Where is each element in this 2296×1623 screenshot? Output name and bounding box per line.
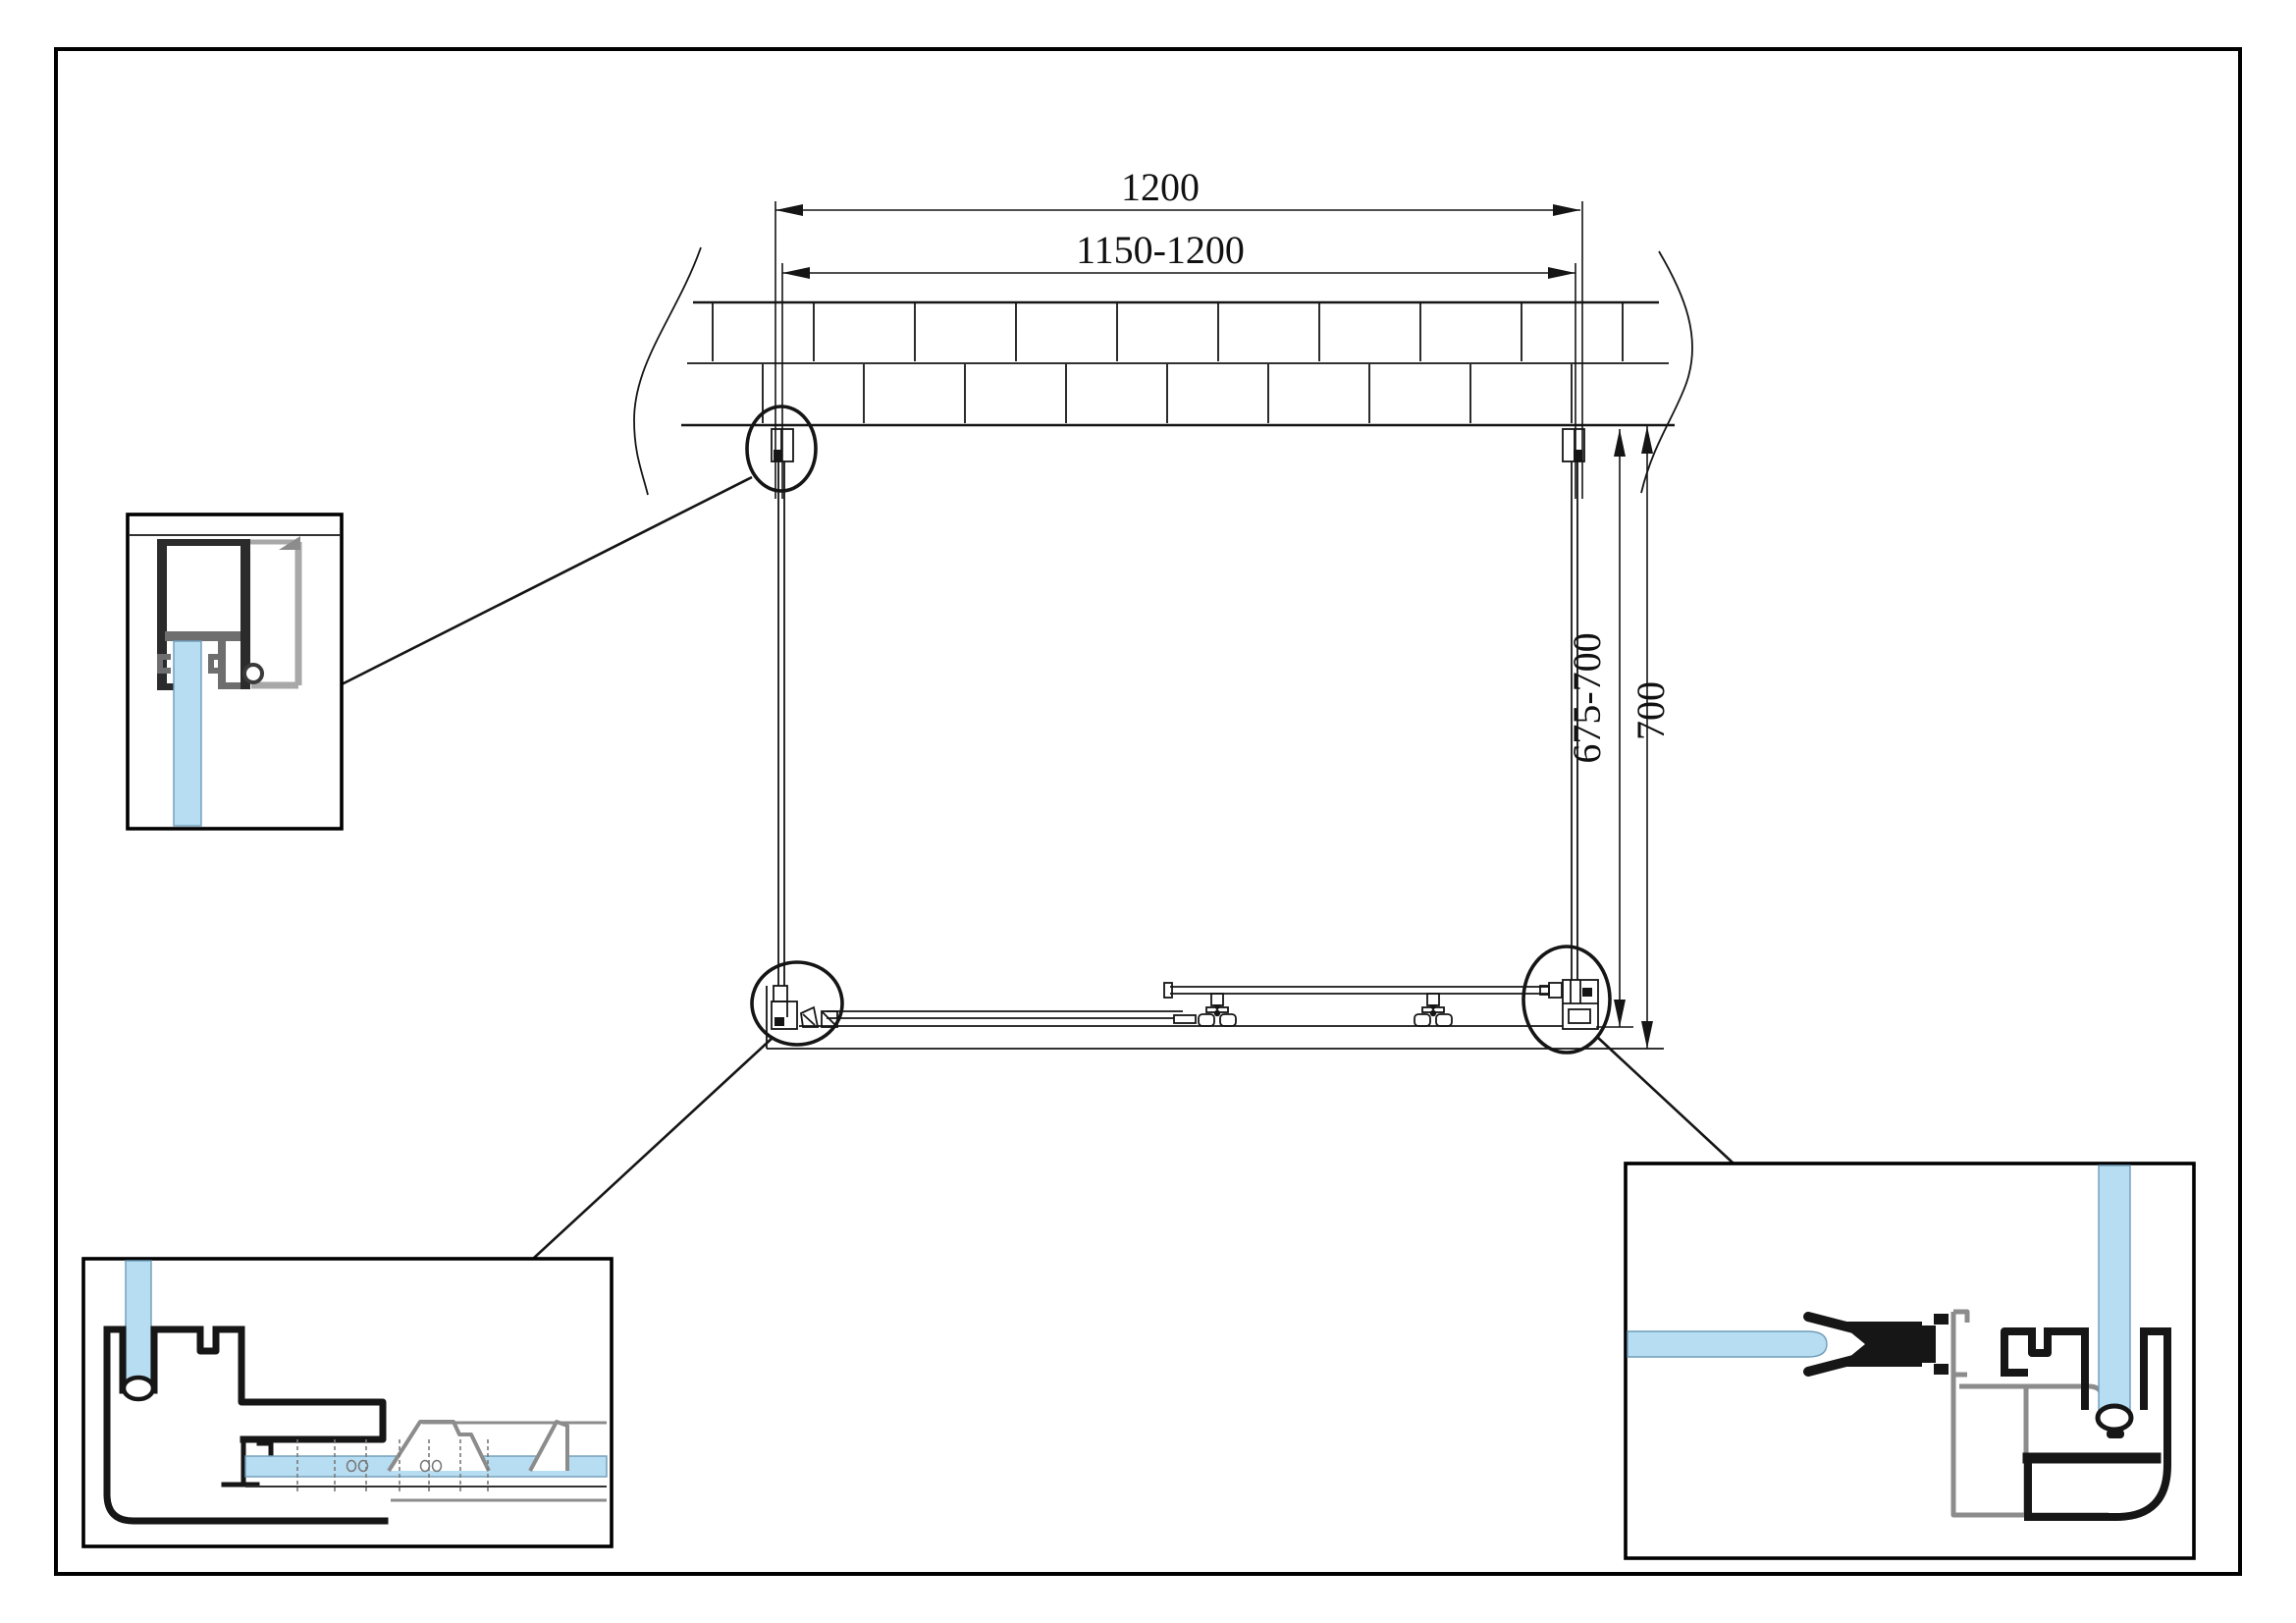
glass-bottom-seal (121, 1375, 156, 1402)
dimension-label-1200: 1200 (1121, 165, 1200, 209)
wall-break-line-right (1640, 250, 1693, 494)
dimension-top-outer: 1200 (774, 165, 1583, 499)
leader-line-bottom-right (1596, 1036, 1735, 1164)
glass-pane-vertical (2098, 1164, 2131, 1412)
arrowhead-bottom (1614, 1000, 1626, 1027)
detail-circle-bottom-left (750, 960, 844, 1047)
glass-pane-horizontal (1627, 1330, 1828, 1358)
corner-block-left (771, 985, 838, 1030)
glass-bottom-seal (2095, 1403, 2134, 1433)
arrowhead-top (1614, 429, 1626, 457)
wall-section (633, 246, 1693, 496)
arrowhead-left (775, 204, 803, 216)
side-panel-glass-right (1571, 461, 1578, 980)
bottom-rail (766, 986, 1664, 1050)
rail-profile-black (103, 1325, 389, 1525)
side-panel-glass-left (777, 461, 785, 986)
seal-hook (242, 663, 264, 684)
roller-1 (1198, 993, 1237, 1027)
corner-block-right (1562, 979, 1599, 1030)
glass-pane-vertical (125, 1260, 152, 1385)
fixed-panel-bar (827, 1010, 1197, 1024)
roller-2 (1414, 993, 1453, 1027)
seal-base (2107, 1430, 2124, 1438)
dimension-label-700: 700 (1629, 681, 1673, 740)
leader-line-top-left (341, 475, 753, 686)
wall-break-line-left (633, 246, 702, 496)
arrowhead-left (782, 267, 810, 279)
corner-profile-black (2001, 1327, 2171, 1521)
door-right-cap (1548, 982, 1563, 999)
dimension-label-1150-1200: 1150-1200 (1076, 228, 1245, 272)
dimension-side-adjustable: 675-700 (1565, 429, 1633, 1028)
arrowhead-right (1553, 204, 1580, 216)
magnetic-seal (1803, 1312, 1949, 1377)
detail-circle-bottom-right (1522, 945, 1612, 1055)
glass-clamp-parts (157, 631, 240, 689)
detail-circle-top-left (745, 405, 818, 493)
wall-profile-left (771, 428, 794, 462)
glass-pane-vertical (173, 640, 202, 827)
enclosure-plan (766, 428, 1664, 1050)
wall-profile-dark-channel (157, 539, 250, 690)
arrowhead-bottom (1641, 1021, 1653, 1049)
wall-profile-right (1562, 428, 1585, 462)
door-bumper (1539, 985, 1550, 996)
fixed-bar-end-cap (1173, 1014, 1197, 1024)
arrowhead-top (1641, 426, 1653, 454)
wall-profile-light-channel (242, 536, 302, 689)
dimension-top-adjustable: 1150-1200 (781, 228, 1576, 499)
wall-brick-joints-top-row (712, 303, 1624, 361)
detail-markers (341, 405, 1735, 1260)
dimension-side-outer: 700 (1629, 426, 1673, 1049)
arrowhead-right (1548, 267, 1575, 279)
wall-brick-joints-bottom-row (762, 364, 1573, 423)
leader-line-bottom-left (532, 1036, 774, 1260)
detail-box-bottom-left (81, 1257, 614, 1548)
profile-tab (279, 536, 300, 550)
sliding-door-bar (1163, 982, 1563, 999)
door-left-cap (1163, 982, 1173, 999)
screw-heads (346, 1459, 443, 1473)
detail-box-bottom-right (1624, 1162, 2196, 1560)
roller-carriage-profile (387, 1420, 607, 1502)
detail-box-top-left (126, 513, 344, 831)
page-border (54, 47, 2242, 1576)
